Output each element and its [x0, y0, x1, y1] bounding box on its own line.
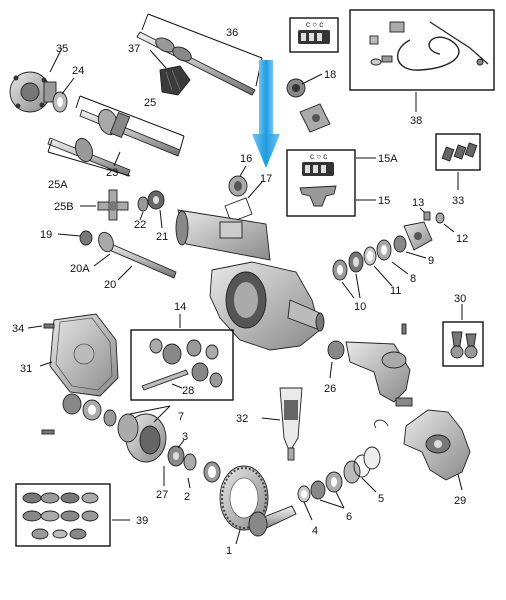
label-11: 11 [390, 285, 401, 297]
label-12: 12 [456, 233, 468, 245]
ring-and-pinion-part [219, 465, 297, 537]
parts-box-18: c ○ c [289, 17, 339, 53]
label-3: 3 [182, 431, 188, 443]
label-33: 33 [452, 195, 464, 207]
shim-11-part [363, 246, 377, 266]
hub-bearing-part [9, 71, 57, 113]
label-4: 4 [312, 525, 318, 537]
pinion-shims-part [297, 446, 381, 503]
label-18: 18 [324, 69, 336, 81]
carrier-bearings-part [41, 393, 117, 435]
label-15: 15 [378, 195, 390, 207]
label-13: 13 [412, 197, 424, 209]
axle-shaft-part [136, 31, 256, 96]
small-bolt-part [423, 211, 445, 224]
sealant-tube-part [279, 387, 303, 461]
diff-bearing-3-part [167, 445, 197, 471]
differential-housing-part [209, 261, 325, 351]
bearing-8-part [376, 239, 392, 261]
gasket-17-part [224, 197, 253, 223]
parts-box-39 [15, 483, 111, 547]
label-34: 34 [12, 323, 24, 335]
label-10: 10 [354, 301, 366, 313]
label-25b: 25B [54, 201, 74, 213]
highlight-arrow [252, 60, 280, 168]
label-15a: 15A [378, 153, 398, 165]
bearing-21-part [147, 190, 165, 210]
axle-tube-part [175, 209, 271, 261]
label-9: 9 [428, 255, 434, 267]
seal-9-part [393, 235, 407, 253]
parts-box-30 [442, 321, 484, 367]
axle-arm-part [327, 323, 413, 407]
label-14: 14 [174, 301, 186, 313]
parts-box-33 [435, 133, 481, 171]
slinger-part [137, 196, 149, 212]
label-38: 38 [410, 115, 422, 127]
svg-text:c ○ c: c ○ c [306, 20, 323, 29]
label-25a: 25A [48, 179, 68, 191]
bearing-cup-part [203, 461, 221, 483]
yoke-flange-part [403, 221, 433, 251]
svg-text:c ○ c: c ○ c [310, 152, 327, 161]
differential-case-part [117, 413, 167, 463]
label-16: 16 [240, 153, 252, 165]
label-20a: 20A [70, 263, 90, 275]
cv-boot-part [159, 65, 191, 96]
label-36: 36 [226, 27, 238, 39]
seal-19-part [79, 230, 93, 246]
label-5: 5 [378, 493, 384, 505]
label-28: 28 [182, 385, 194, 397]
inner-axle-shaft-part [47, 137, 131, 177]
label-32: 32 [236, 413, 248, 425]
u-joint-cross-part [97, 189, 129, 221]
differential-cover-part [49, 313, 119, 397]
label-8: 8 [410, 273, 416, 285]
label-2: 2 [184, 491, 190, 503]
bearing-16-part [228, 175, 248, 197]
label-20: 20 [104, 279, 116, 291]
axle-tube-shaft-part [98, 231, 177, 279]
label-19: 19 [40, 229, 52, 241]
cover-bolt-part [43, 323, 55, 329]
label-24: 24 [72, 65, 84, 77]
seal-ring-part [52, 91, 68, 113]
label-37: 37 [128, 43, 140, 55]
parts-box-15: c ○ c [286, 149, 356, 217]
label-35: 35 [56, 43, 68, 55]
label-30: 30 [454, 293, 466, 305]
u-joint-axle-part [79, 108, 181, 157]
label-25: 25 [144, 97, 156, 109]
parts-box-38 [349, 9, 495, 91]
label-1: 1 [226, 545, 232, 557]
label-7: 7 [178, 411, 184, 423]
label-6: 6 [346, 511, 352, 523]
label-17: 17 [260, 173, 272, 185]
label-29: 29 [454, 495, 466, 507]
label-21: 21 [156, 231, 168, 243]
label-26: 26 [324, 383, 336, 395]
label-31: 31 [20, 363, 32, 375]
parts-box-14 [130, 329, 234, 401]
actuator-motor-part [286, 78, 331, 133]
label-27: 27 [156, 489, 168, 501]
bearing-10-part [332, 251, 364, 281]
label-39: 39 [136, 515, 148, 527]
label-22: 22 [134, 219, 146, 231]
steering-knuckle-part [374, 409, 471, 481]
label-23: 23 [106, 167, 118, 179]
